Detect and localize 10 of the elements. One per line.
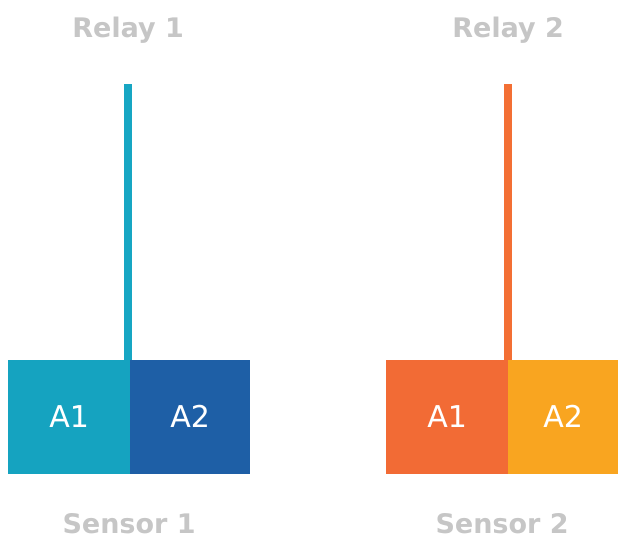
sensor-label: Sensor 2 <box>434 508 570 542</box>
sensor-label: Sensor 1 <box>61 508 197 542</box>
connector-line <box>124 84 132 360</box>
relay-label: Relay 2 <box>408 8 608 48</box>
terminal-box: A1 <box>8 360 130 474</box>
terminal-box: A2 <box>130 360 250 474</box>
relay-label: Relay 1 <box>28 8 228 48</box>
terminal-box: A1 <box>386 360 508 474</box>
terminal-box: A2 <box>508 360 618 474</box>
connector-line <box>504 84 512 360</box>
